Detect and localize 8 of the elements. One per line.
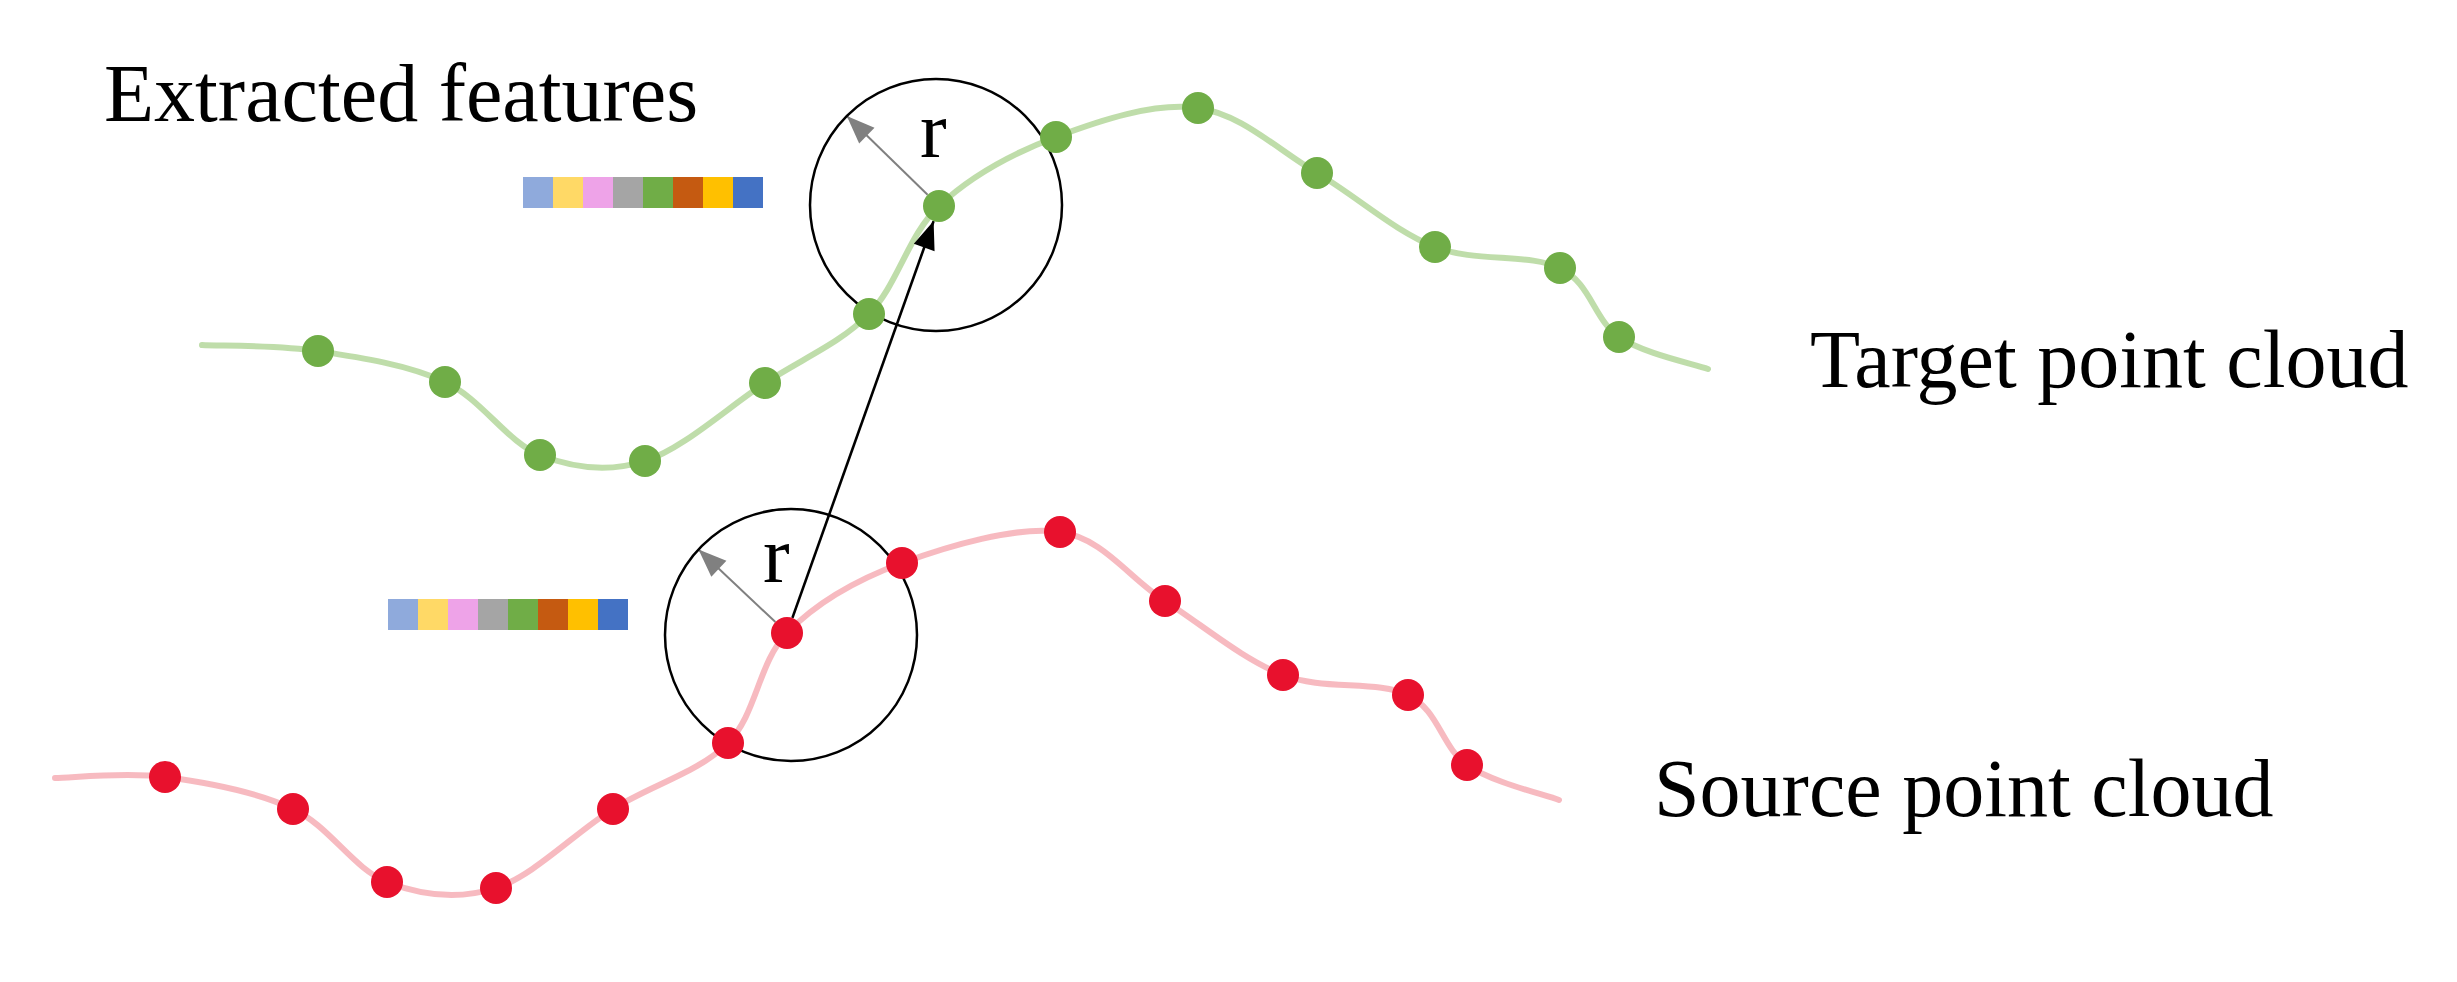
point-icon	[771, 617, 803, 649]
radius-label: r	[763, 515, 790, 595]
annotation-label: Extracted features	[104, 53, 699, 135]
point-icon	[923, 190, 955, 222]
radius-label: r	[920, 90, 947, 170]
arrow	[791, 220, 935, 619]
radius-arrow	[845, 115, 929, 196]
radius-arrow	[697, 548, 777, 623]
